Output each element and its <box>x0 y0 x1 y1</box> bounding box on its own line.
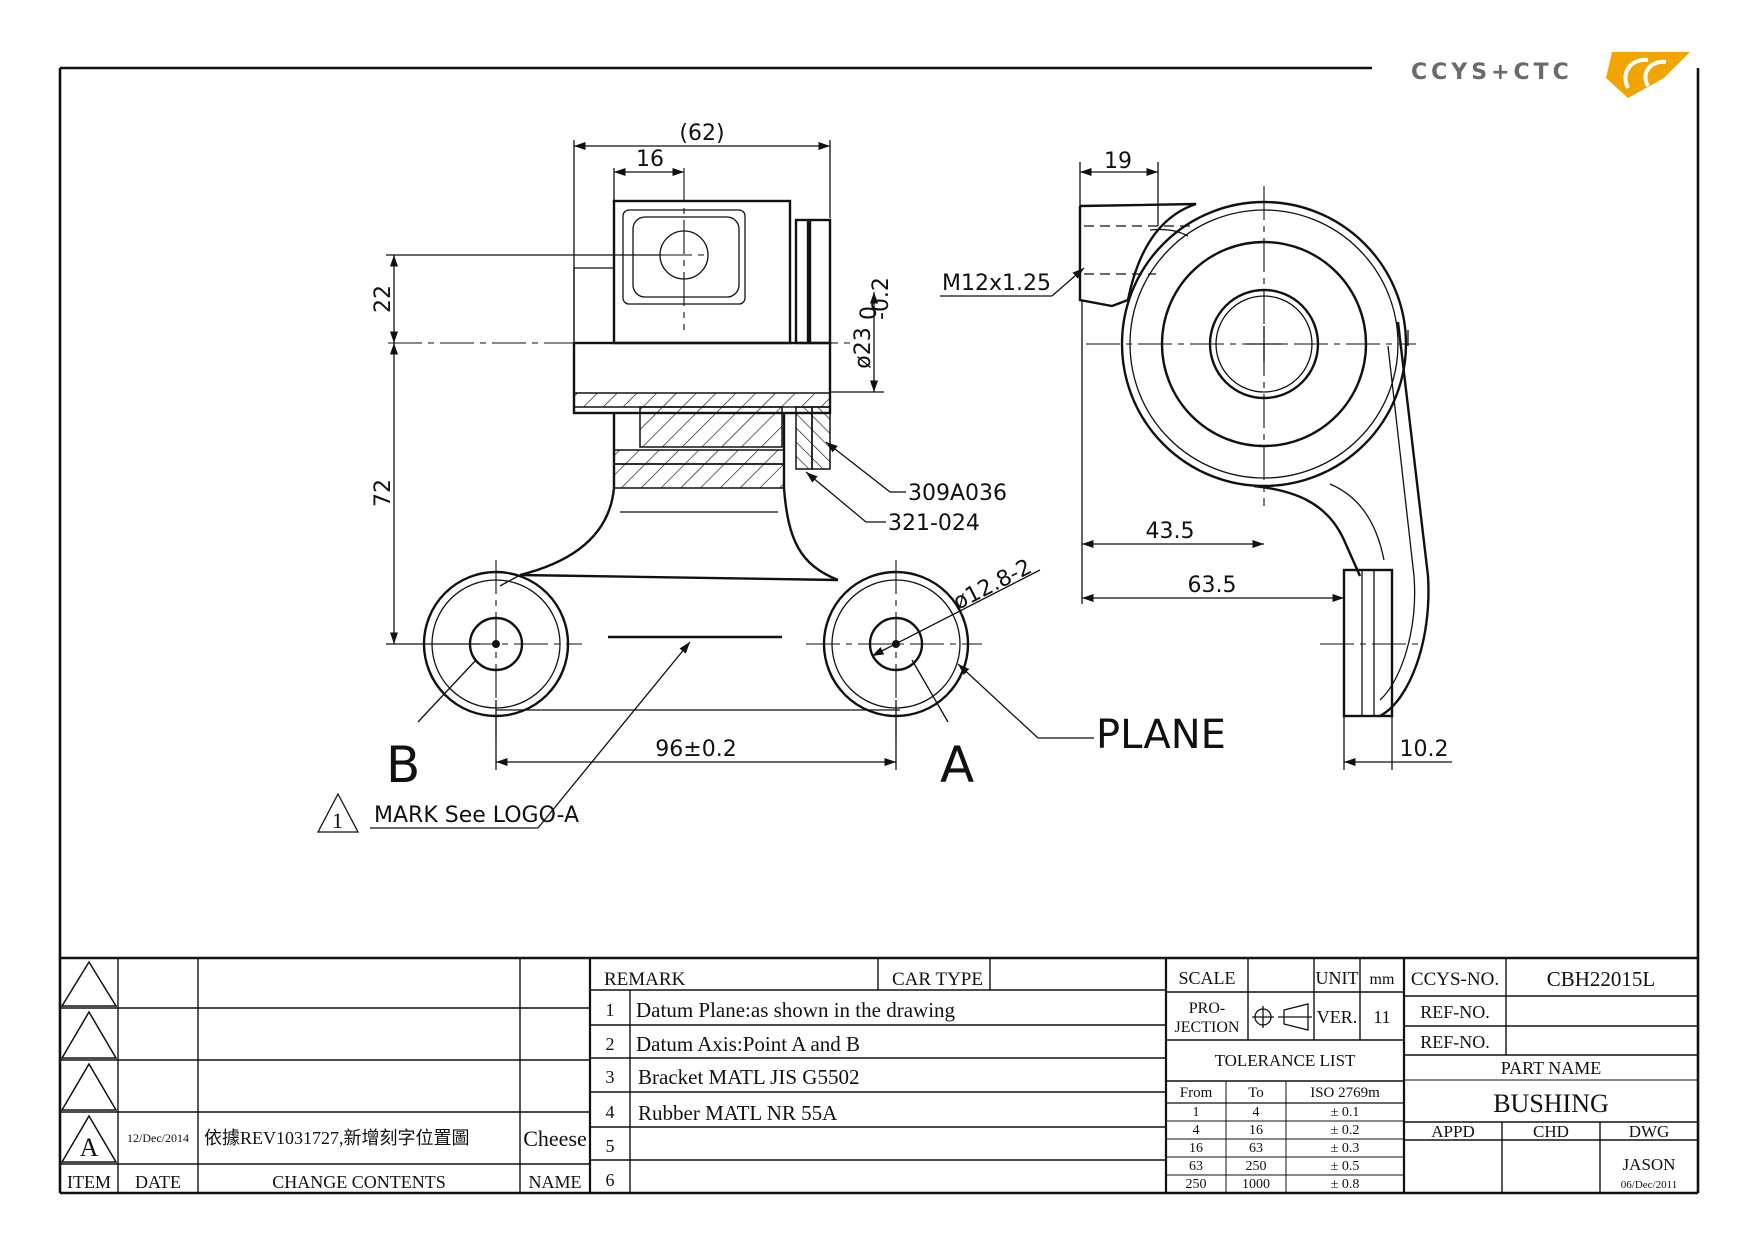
appd-label: APPD <box>1431 1122 1474 1141</box>
callout-309a036: 309A036 <box>908 481 1007 506</box>
tol-row-4-from: 63 <box>1189 1159 1203 1174</box>
tol-header-to: To <box>1248 1085 1264 1101</box>
dim-19: 19 <box>1104 149 1132 174</box>
chd-label: CHD <box>1533 1122 1569 1141</box>
sheet-border <box>58 66 1700 1195</box>
rev-a-date: 12/Dec/2014 <box>127 1131 189 1145</box>
rev-header-contents: CHANGE CONTENTS <box>272 1172 446 1192</box>
unit-value: mm <box>1370 971 1395 988</box>
dim-22: 22 <box>371 285 396 313</box>
dim-dia23: ø23 <box>851 327 876 368</box>
projection-label-2: JECTION <box>1175 1019 1240 1036</box>
tol-row-2-to: 16 <box>1249 1123 1263 1138</box>
ver-label: VER. <box>1317 1007 1358 1027</box>
side-view: 19 43.5 63.5 10.2 M12x1.25 <box>940 149 1452 770</box>
projection-symbol-icon <box>1252 1003 1312 1031</box>
datum-a-label: A <box>940 736 974 794</box>
dwg-date: 06/Dec/2011 <box>1621 1179 1677 1191</box>
remark-4-text: Rubber MATL NR 55A <box>638 1101 838 1125</box>
rev-header-date: DATE <box>135 1172 181 1192</box>
rev-a-item: A <box>80 1133 99 1162</box>
rev-a-contents: 依據REV1031727,新增刻字位置圖 <box>204 1128 470 1148</box>
ref-no-2-label: REF-NO. <box>1420 1032 1490 1052</box>
front-view: (62) 16 22 72 ø23 0 -0.2 96±0.2 ø12.8-2 … <box>316 121 1226 833</box>
remark-3-text: Bracket MATL JIS G5502 <box>638 1065 859 1089</box>
dim-10-2: 10.2 <box>1400 737 1449 762</box>
remark-2-text: Datum Axis:Point A and B <box>636 1032 860 1056</box>
tol-row-4-tol: ± 0.5 <box>1331 1159 1360 1174</box>
callout-321-024: 321-024 <box>888 511 980 536</box>
remark-header: REMARK <box>604 969 686 990</box>
remark-3-num: 3 <box>606 1067 615 1087</box>
tol-row-5-tol: ± 0.8 <box>1331 1177 1360 1192</box>
dim-width-62: (62) <box>679 121 724 146</box>
remark-1-text: Datum Plane:as shown in the drawing <box>636 998 956 1022</box>
projection-label-1: PRO- <box>1189 1000 1225 1017</box>
ccys-no-label: CCYS-NO. <box>1411 969 1499 990</box>
dim-63-5: 63.5 <box>1188 573 1237 598</box>
tolerance-title: TOLERANCE LIST <box>1215 1051 1356 1070</box>
tol-row-1-from: 1 <box>1193 1105 1200 1120</box>
tol-row-1-tol: ± 0.1 <box>1331 1105 1360 1120</box>
dwg-label: DWG <box>1629 1122 1670 1141</box>
dim-72: 72 <box>371 479 396 507</box>
tol-row-1-to: 4 <box>1253 1105 1260 1120</box>
ccys-no-value: CBH22015L <box>1547 967 1656 991</box>
dim-span: 96±0.2 <box>655 737 736 762</box>
remark-4-num: 4 <box>606 1102 615 1122</box>
tol-header-from: From <box>1180 1085 1213 1101</box>
part-name-label: PART NAME <box>1501 1058 1601 1078</box>
dim-43-5: 43.5 <box>1146 519 1195 544</box>
dwg-value: JASON <box>1623 1155 1676 1174</box>
tol-row-5-from: 250 <box>1186 1177 1207 1192</box>
tol-row-3-tol: ± 0.3 <box>1331 1141 1360 1156</box>
rev-header-name: NAME <box>529 1172 582 1192</box>
logo-text: CCYS+CTC <box>1411 60 1573 85</box>
tol-row-2-from: 4 <box>1193 1123 1200 1138</box>
callout-plane: PLANE <box>1096 712 1226 758</box>
company-logo: CCYS+CTC <box>1411 52 1690 98</box>
tol-row-3-to: 63 <box>1249 1141 1263 1156</box>
unit-label: UNIT <box>1316 968 1359 988</box>
remark-5-num: 5 <box>606 1136 615 1156</box>
tol-row-2-tol: ± 0.2 <box>1331 1123 1360 1138</box>
title-block-text: ITEM DATE CHANGE CONTENTS NAME A 12/Dec/… <box>67 967 1677 1192</box>
callout-thread: M12x1.25 <box>942 271 1051 296</box>
tol-row-3-from: 16 <box>1189 1141 1203 1156</box>
title-block <box>60 956 1698 1193</box>
car-type-label: CAR TYPE <box>892 969 983 990</box>
dim-dia23-upper: 0 <box>857 306 882 320</box>
dim-16: 16 <box>636 147 664 172</box>
ver-value: 11 <box>1373 1007 1390 1027</box>
tol-row-5-to: 1000 <box>1242 1177 1270 1192</box>
scale-label: SCALE <box>1178 968 1235 988</box>
part-name-value: BUSHING <box>1493 1089 1609 1118</box>
rev-header-item: ITEM <box>67 1172 111 1192</box>
tol-header-iso: ISO 2769m <box>1310 1085 1380 1101</box>
dim-hole-dia: ø12.8-2 <box>949 555 1036 616</box>
datum-b-label: B <box>386 736 420 794</box>
rev-a-name: Cheese <box>523 1126 587 1151</box>
tol-row-4-to: 250 <box>1246 1159 1267 1174</box>
logo-note-text: MARK See LOGO-A <box>374 803 579 828</box>
remark-1-num: 1 <box>606 1000 615 1020</box>
remark-6-num: 6 <box>606 1170 615 1190</box>
dim-dia23-lower: -0.2 <box>869 277 894 320</box>
remark-2-num: 2 <box>606 1034 615 1054</box>
ref-no-1-label: REF-NO. <box>1420 1002 1490 1022</box>
logo-note-number: 1 <box>332 808 343 833</box>
